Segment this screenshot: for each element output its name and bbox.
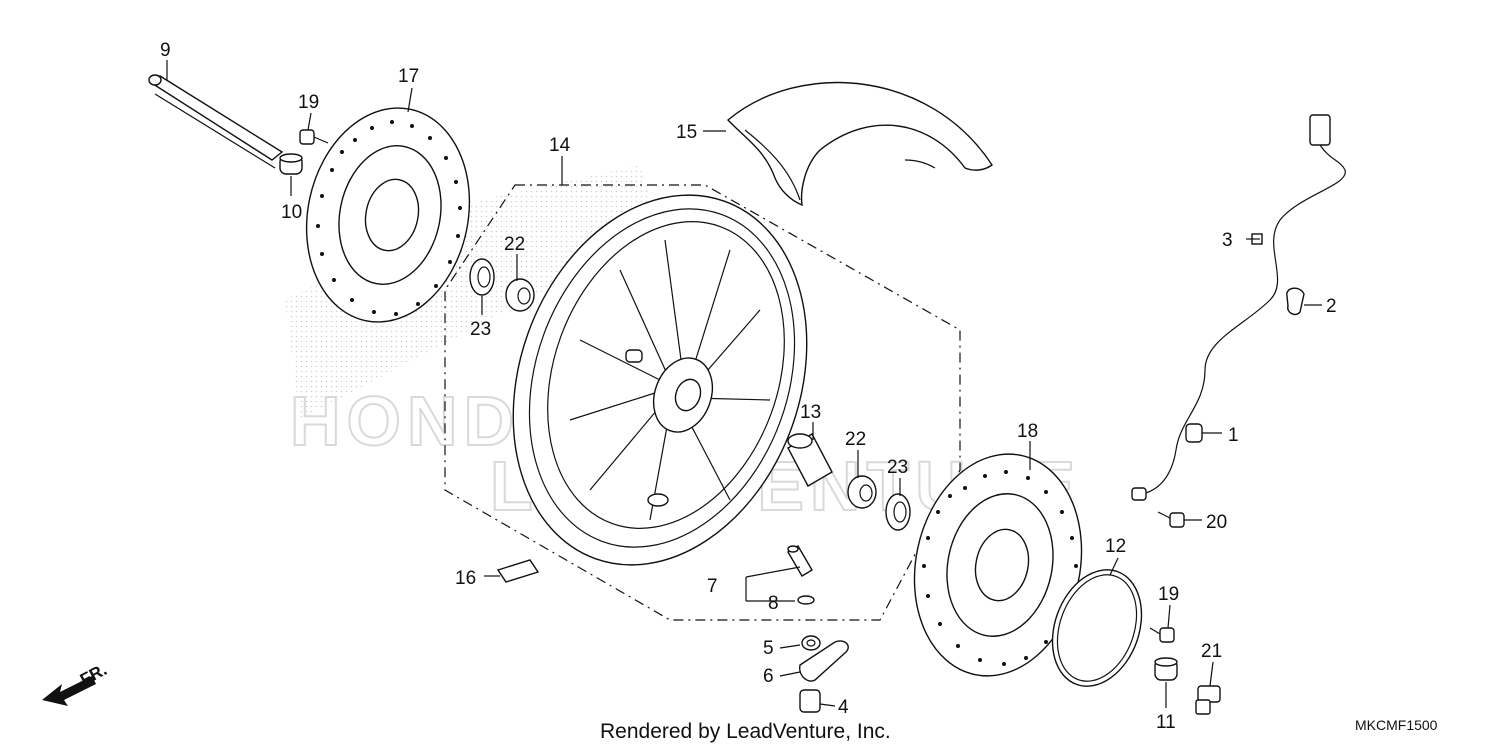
callout-19-upper: 19: [298, 92, 319, 113]
callout-13: 13: [800, 402, 821, 423]
sensor-body-part: [799, 640, 849, 682]
callout-labels: 9 17 19 10 14 15 22 23 13 22 23 18 12 19…: [160, 40, 1337, 733]
sensor-bolt-part: [1157, 511, 1185, 528]
cable-clamp-part: [1286, 287, 1305, 316]
collar-right-part: [1154, 657, 1178, 681]
callout-22-right: 22: [845, 429, 866, 450]
brake-disc-left-part: [305, 107, 471, 323]
callout-23-right: 23: [887, 457, 908, 478]
bolt-lower-part: [1149, 627, 1175, 643]
pulser-ring-part: [1051, 569, 1143, 687]
callout-10: 10: [281, 202, 302, 223]
callout-15: 15: [676, 122, 697, 143]
wheel-part: [512, 194, 808, 566]
leader-lines: [166, 60, 1322, 708]
seal-right-part: [885, 493, 911, 531]
sensor-nut-part: [801, 635, 821, 651]
callout-9: 9: [160, 40, 171, 61]
flange-bolt-part: [1195, 685, 1221, 715]
tire-part: [726, 81, 993, 207]
callout-7: 7: [707, 576, 718, 597]
bearing-left-part: [505, 278, 535, 312]
callout-14: 14: [549, 135, 571, 156]
callout-4: 4: [838, 697, 849, 718]
front-direction-arrow: FR.: [42, 660, 110, 706]
callout-16: 16: [455, 568, 476, 589]
speed-sensor-cable-part: [1131, 114, 1346, 501]
callout-8: 8: [768, 593, 779, 614]
callout-11: 11: [1156, 712, 1176, 733]
callout-3: 3: [1222, 230, 1233, 251]
sensor-cap-part: [799, 689, 821, 713]
callout-20: 20: [1206, 512, 1227, 533]
callout-5: 5: [763, 638, 774, 659]
callout-6: 6: [763, 666, 774, 687]
callout-18: 18: [1017, 421, 1038, 442]
callout-2: 2: [1326, 296, 1337, 317]
distance-collar-part: [787, 433, 833, 487]
callout-19-lower: 19: [1158, 584, 1179, 605]
brake-disc-right-part: [913, 453, 1083, 677]
grommet-part: [1185, 423, 1203, 443]
render-credit: Rendered by LeadVenture, Inc.: [600, 720, 891, 743]
seal-left-part: [469, 258, 495, 296]
callout-12: 12: [1105, 536, 1126, 557]
assembly-outline: [444, 184, 961, 621]
callout-22-left: 22: [504, 234, 525, 255]
axle-part: [148, 74, 284, 169]
callout-17: 17: [398, 66, 419, 87]
diagram-code: MKCMF1500: [1355, 717, 1438, 733]
callout-21: 21: [1201, 641, 1222, 662]
bearing-right-part: [847, 475, 877, 509]
collar-left-part: [279, 153, 303, 175]
callout-1: 1: [1228, 425, 1239, 446]
balance-weight-part: [496, 559, 540, 583]
bolt-upper-part: [299, 129, 329, 145]
callout-23-left: 23: [470, 319, 491, 340]
valve-part: [787, 545, 815, 605]
